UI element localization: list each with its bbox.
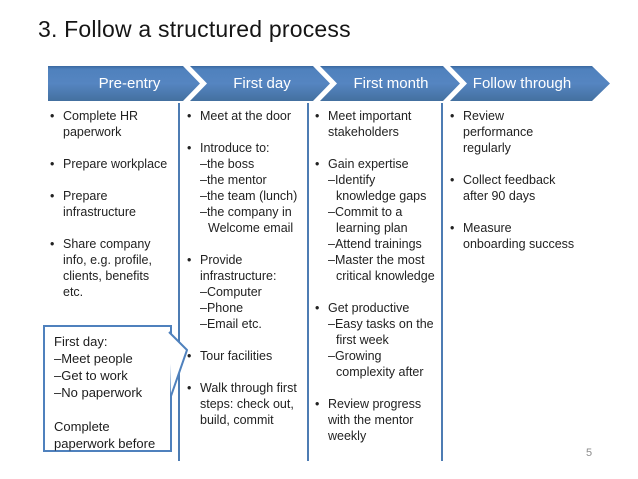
stage-chevron-first-day [190, 66, 330, 101]
process-bar: Pre-entry First day First month Follow t… [48, 66, 612, 101]
bullet-item: Meet at the door [187, 108, 305, 124]
bullet-item: Review performance regularly [450, 108, 582, 156]
callout-line: First day: [54, 334, 108, 349]
column-divider [307, 103, 309, 461]
callout-line [54, 401, 166, 418]
bullet-item: Measure onboarding success [450, 220, 582, 252]
sub-item: –the mentor [200, 173, 267, 187]
bullet-item: Complete HR paperwork [50, 108, 174, 140]
sub-item: –Growing complexity after [328, 349, 424, 379]
slide-title: 3. Follow a structured process [38, 16, 351, 42]
sub-item: –Email etc. [200, 317, 262, 331]
callout-line: –No paperwork [54, 385, 143, 400]
bullet-item: Walk through first steps: check out, bui… [187, 380, 305, 428]
sub-item: –Computer [200, 285, 262, 299]
column-first-month: Meet important stakeholdersGain expertis… [315, 108, 439, 444]
callout-line: –Get to work [54, 368, 128, 383]
column-divider [441, 103, 443, 461]
bullet-item: Provide infrastructure: [187, 252, 305, 284]
stage-label-follow-through: Follow through [472, 75, 572, 92]
sub-item: –Phone [200, 301, 244, 315]
bullet-item: Collect feedback after 90 days [450, 172, 582, 204]
column-follow-through: Review performance regularlyCollect feed… [450, 108, 582, 252]
bullet-item: Get productive [315, 300, 439, 316]
sub-item: –Easy tasks on the first week [328, 317, 434, 347]
column-divider [178, 103, 180, 461]
stage-label-first-month: First month [353, 75, 429, 92]
sub-item: –Attend trainings [328, 237, 422, 251]
bullet-item: Tour facilities [187, 348, 305, 364]
sub-item: –Commit to a learning plan [328, 205, 408, 235]
column-first-day: Meet at the doorIntroduce to:–the boss –t… [187, 108, 305, 428]
first-day-callout: First day: –Meet people –Get to work –No pa… [43, 325, 172, 452]
stage-chevron-first-month [320, 66, 460, 101]
sub-item: –Identify knowledge gaps [328, 173, 427, 203]
stage-label-first-day: First day [233, 75, 291, 92]
bullet-item: Meet important stakeholders [315, 108, 439, 140]
callout-line: –Meet people [54, 351, 133, 366]
bullet-item: Prepare workplace [50, 156, 174, 172]
bullet-item: Review progress with the mentor weekly [315, 396, 439, 444]
stage-chevron-pre-entry [48, 66, 200, 101]
sub-item: –the team (lunch) [200, 189, 298, 203]
process-arrow-shape [48, 66, 610, 101]
bullet-item: Share company info, e.g. profile, client… [50, 236, 174, 300]
stage-label-pre-entry: Pre-entry [98, 75, 161, 92]
sub-item: –the boss [200, 157, 255, 171]
page-number: 5 [586, 447, 593, 459]
sub-item: –the company in Welcome email [200, 205, 294, 235]
bullet-item: Gain expertise [315, 156, 439, 172]
column-pre-entry: Complete HR paperworkPrepare workplacePr… [50, 108, 174, 300]
callout-line: Complete paperwork before [54, 419, 156, 451]
sub-item: –Master the most critical knowledge [328, 253, 435, 283]
stage-chevron-follow-through [450, 66, 610, 101]
bullet-item: Prepare infrastructure [50, 188, 174, 220]
bullet-item: Introduce to: [187, 140, 305, 156]
